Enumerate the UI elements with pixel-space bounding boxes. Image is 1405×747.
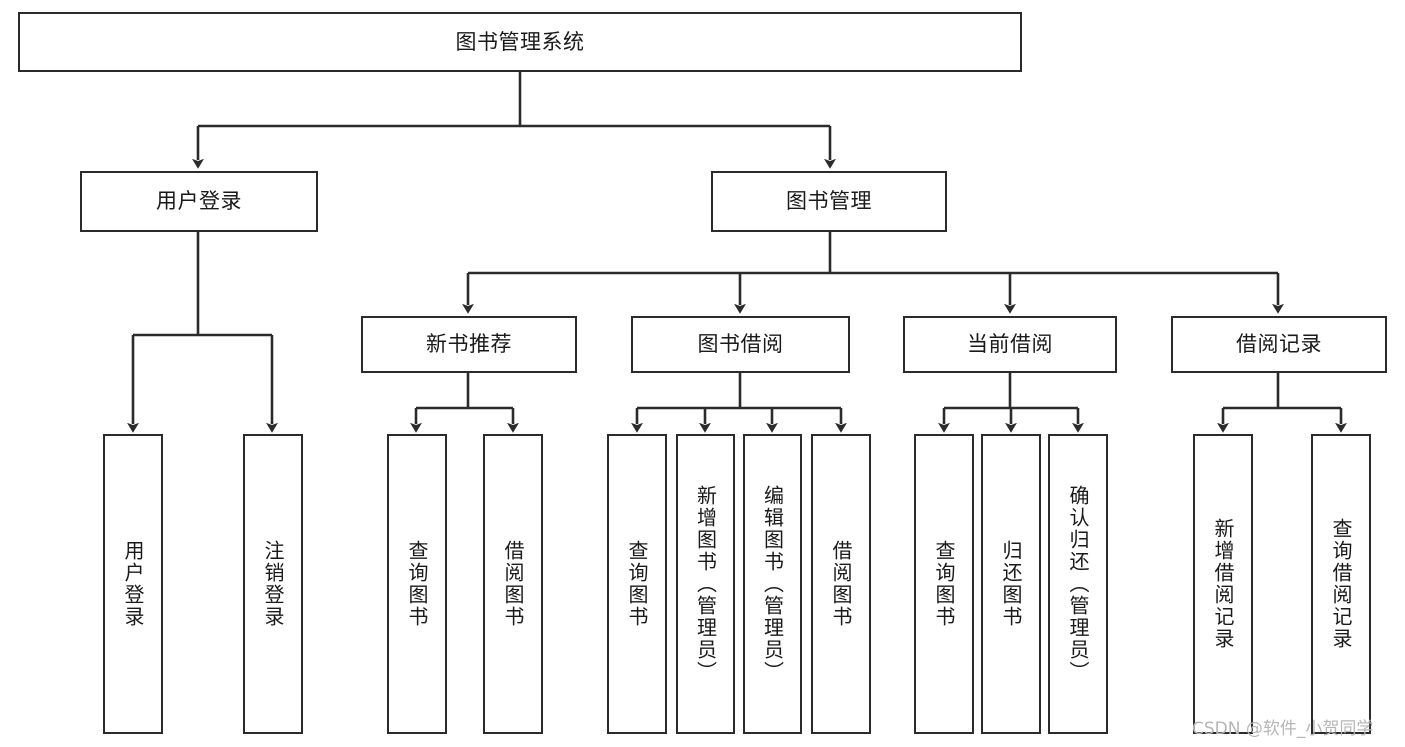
leaf-current-borrow-0[interactable]: 查询图书 (914, 434, 974, 734)
leaf-user-login-0[interactable]: 用户登录 (103, 434, 163, 734)
leaf-label: 注销登录 (261, 540, 285, 628)
leaf-new-book-rec-0[interactable]: 查询图书 (387, 434, 447, 734)
node-current-borrow[interactable]: 当前借阅 (903, 316, 1117, 373)
node-book-borrow-label: 图书借阅 (697, 332, 784, 357)
node-user-login[interactable]: 用户登录 (80, 171, 318, 232)
leaf-label: 新增借阅记录 (1211, 518, 1235, 650)
node-book-manage[interactable]: 图书管理 (711, 171, 947, 232)
leaf-book-borrow-3[interactable]: 借阅图书 (811, 434, 871, 734)
node-borrow-record[interactable]: 借阅记录 (1171, 316, 1387, 373)
node-book-manage-label: 图书管理 (786, 189, 872, 214)
node-new-book-rec-label: 新书推荐 (426, 332, 512, 357)
leaf-new-book-rec-1[interactable]: 借阅图书 (483, 434, 543, 734)
node-new-book-rec[interactable]: 新书推荐 (361, 316, 577, 373)
leaf-book-borrow-0[interactable]: 查询图书 (607, 434, 667, 734)
leaf-book-borrow-1[interactable]: 新增图书（管理员） (676, 434, 735, 734)
leaf-label: 用户登录 (121, 540, 145, 628)
leaf-label: 查询图书 (932, 540, 956, 628)
leaf-borrow-record-1[interactable]: 查询借阅记录 (1311, 434, 1371, 734)
leaf-label: 归还图书 (999, 540, 1023, 628)
leaf-label: 确认归还（管理员） (1066, 485, 1090, 683)
leaf-label: 查询借阅记录 (1329, 518, 1353, 650)
leaf-current-borrow-1[interactable]: 归还图书 (981, 434, 1041, 734)
node-current-borrow-label: 当前借阅 (967, 332, 1053, 357)
node-user-login-label: 用户登录 (156, 189, 242, 214)
leaf-label: 查询图书 (625, 540, 649, 628)
leaf-label: 编辑图书（管理员） (760, 485, 785, 683)
node-borrow-record-label: 借阅记录 (1236, 332, 1322, 357)
leaf-user-login-1[interactable]: 注销登录 (243, 434, 303, 734)
leaf-label: 查询图书 (405, 540, 429, 628)
node-root[interactable]: 图书管理系统 (18, 12, 1022, 72)
leaf-current-borrow-2[interactable]: 确认归还（管理员） (1048, 434, 1108, 734)
leaf-label: 借阅图书 (501, 540, 525, 628)
leaf-label: 新增图书（管理员） (693, 485, 718, 683)
node-root-label: 图书管理系统 (455, 29, 585, 54)
leaf-book-borrow-2[interactable]: 编辑图书（管理员） (743, 434, 802, 734)
node-book-borrow[interactable]: 图书借阅 (631, 316, 850, 373)
leaf-label: 借阅图书 (829, 540, 853, 628)
leaf-borrow-record-0[interactable]: 新增借阅记录 (1193, 434, 1253, 734)
